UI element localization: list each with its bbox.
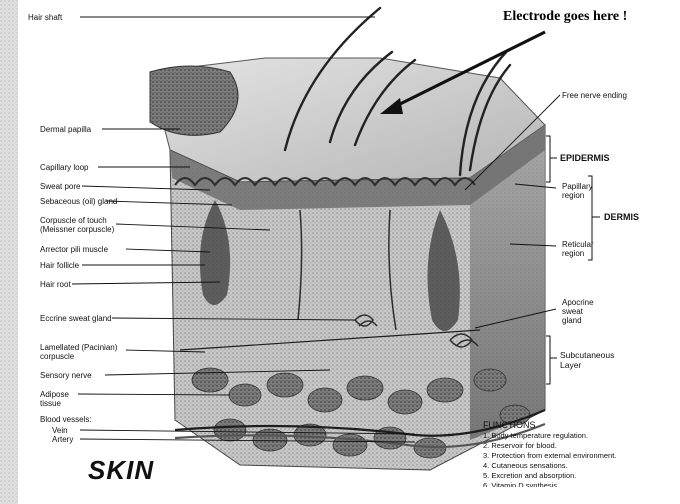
label-vein: Vein xyxy=(52,426,68,435)
label-hair-follicle: Hair follicle xyxy=(40,261,79,270)
label-corpuscle-of-touch-line1: Corpuscle of touch xyxy=(40,216,114,225)
label-hair-root: Hair root xyxy=(40,280,71,289)
label-capillary-loop: Capillary loop xyxy=(40,163,88,172)
label-lamellated-corpuscle: Lamellated (Pacinian) corpuscle xyxy=(40,343,117,361)
label-arrector-pili: Arrector pili muscle xyxy=(40,245,108,254)
label-reticular-line1: Reticular xyxy=(562,240,594,249)
functions-list: FUNCTIONS 1. Body temperature regulation… xyxy=(483,420,680,487)
label-papillary-region: Papillary region xyxy=(562,182,593,200)
layer-brackets xyxy=(546,136,600,384)
functions-heading: FUNCTIONS xyxy=(483,420,680,431)
label-dermal-papilla: Dermal papilla xyxy=(40,125,91,134)
layer-subcutaneous-line2: Layer xyxy=(560,360,614,370)
label-corpuscle-of-touch: Corpuscle of touch (Meissner corpuscle) xyxy=(40,216,114,234)
label-hair-shaft: Hair shaft xyxy=(28,13,62,22)
layer-subcutaneous-line1: Subcutaneous xyxy=(560,350,614,360)
label-reticular-region: Reticular region xyxy=(562,240,594,258)
label-apocrine-line1: Apocrine xyxy=(562,298,594,307)
label-corpuscle-of-touch-line2: (Meissner corpuscle) xyxy=(40,225,114,234)
function-item: 4. Cutaneous sensations. xyxy=(483,461,680,471)
function-item: 5. Excretion and absorption. xyxy=(483,471,680,481)
label-apocrine-line2: sweat xyxy=(562,307,594,316)
label-lamellated-line1: Lamellated (Pacinian) xyxy=(40,343,117,352)
label-sweat-pore: Sweat pore xyxy=(40,182,80,191)
layer-epidermis: EPIDERMIS xyxy=(560,153,610,163)
electrode-note: Electrode goes here ! xyxy=(503,9,627,25)
label-lamellated-line2: corpuscle xyxy=(40,352,117,361)
label-papillary-line1: Papillary xyxy=(562,182,593,191)
left-margin-stipple xyxy=(0,0,18,504)
function-item: 2. Reservoir for blood. xyxy=(483,441,680,451)
label-adipose-line1: Adipose xyxy=(40,390,69,399)
function-item: 1. Body temperature regulation. xyxy=(483,431,680,441)
label-adipose-tissue: Adipose tissue xyxy=(40,390,69,408)
tissue-flap xyxy=(150,66,238,135)
label-blood-vessels: Blood vessels: xyxy=(40,415,92,424)
label-sensory-nerve: Sensory nerve xyxy=(40,371,92,380)
label-free-nerve-ending: Free nerve ending xyxy=(562,91,627,100)
label-eccrine-sweat-gland: Eccrine sweat gland xyxy=(40,314,112,323)
label-artery: Artery xyxy=(52,435,73,444)
diagram-title: SKIN xyxy=(88,455,154,486)
label-apocrine-sweat-gland: Apocrine sweat gland xyxy=(562,298,594,325)
function-item: 6. Vitamin D synthesis. xyxy=(483,481,680,487)
function-item: 3. Protection from external environment. xyxy=(483,451,680,461)
label-papillary-line2: region xyxy=(562,191,593,200)
label-reticular-line2: region xyxy=(562,249,594,258)
layer-dermis: DERMIS xyxy=(604,212,639,222)
label-adipose-line2: tissue xyxy=(40,399,69,408)
layer-subcutaneous: Subcutaneous Layer xyxy=(560,350,614,370)
label-sebaceous-gland: Sebaceous (oil) gland xyxy=(40,197,117,206)
label-apocrine-line3: gland xyxy=(562,316,594,325)
